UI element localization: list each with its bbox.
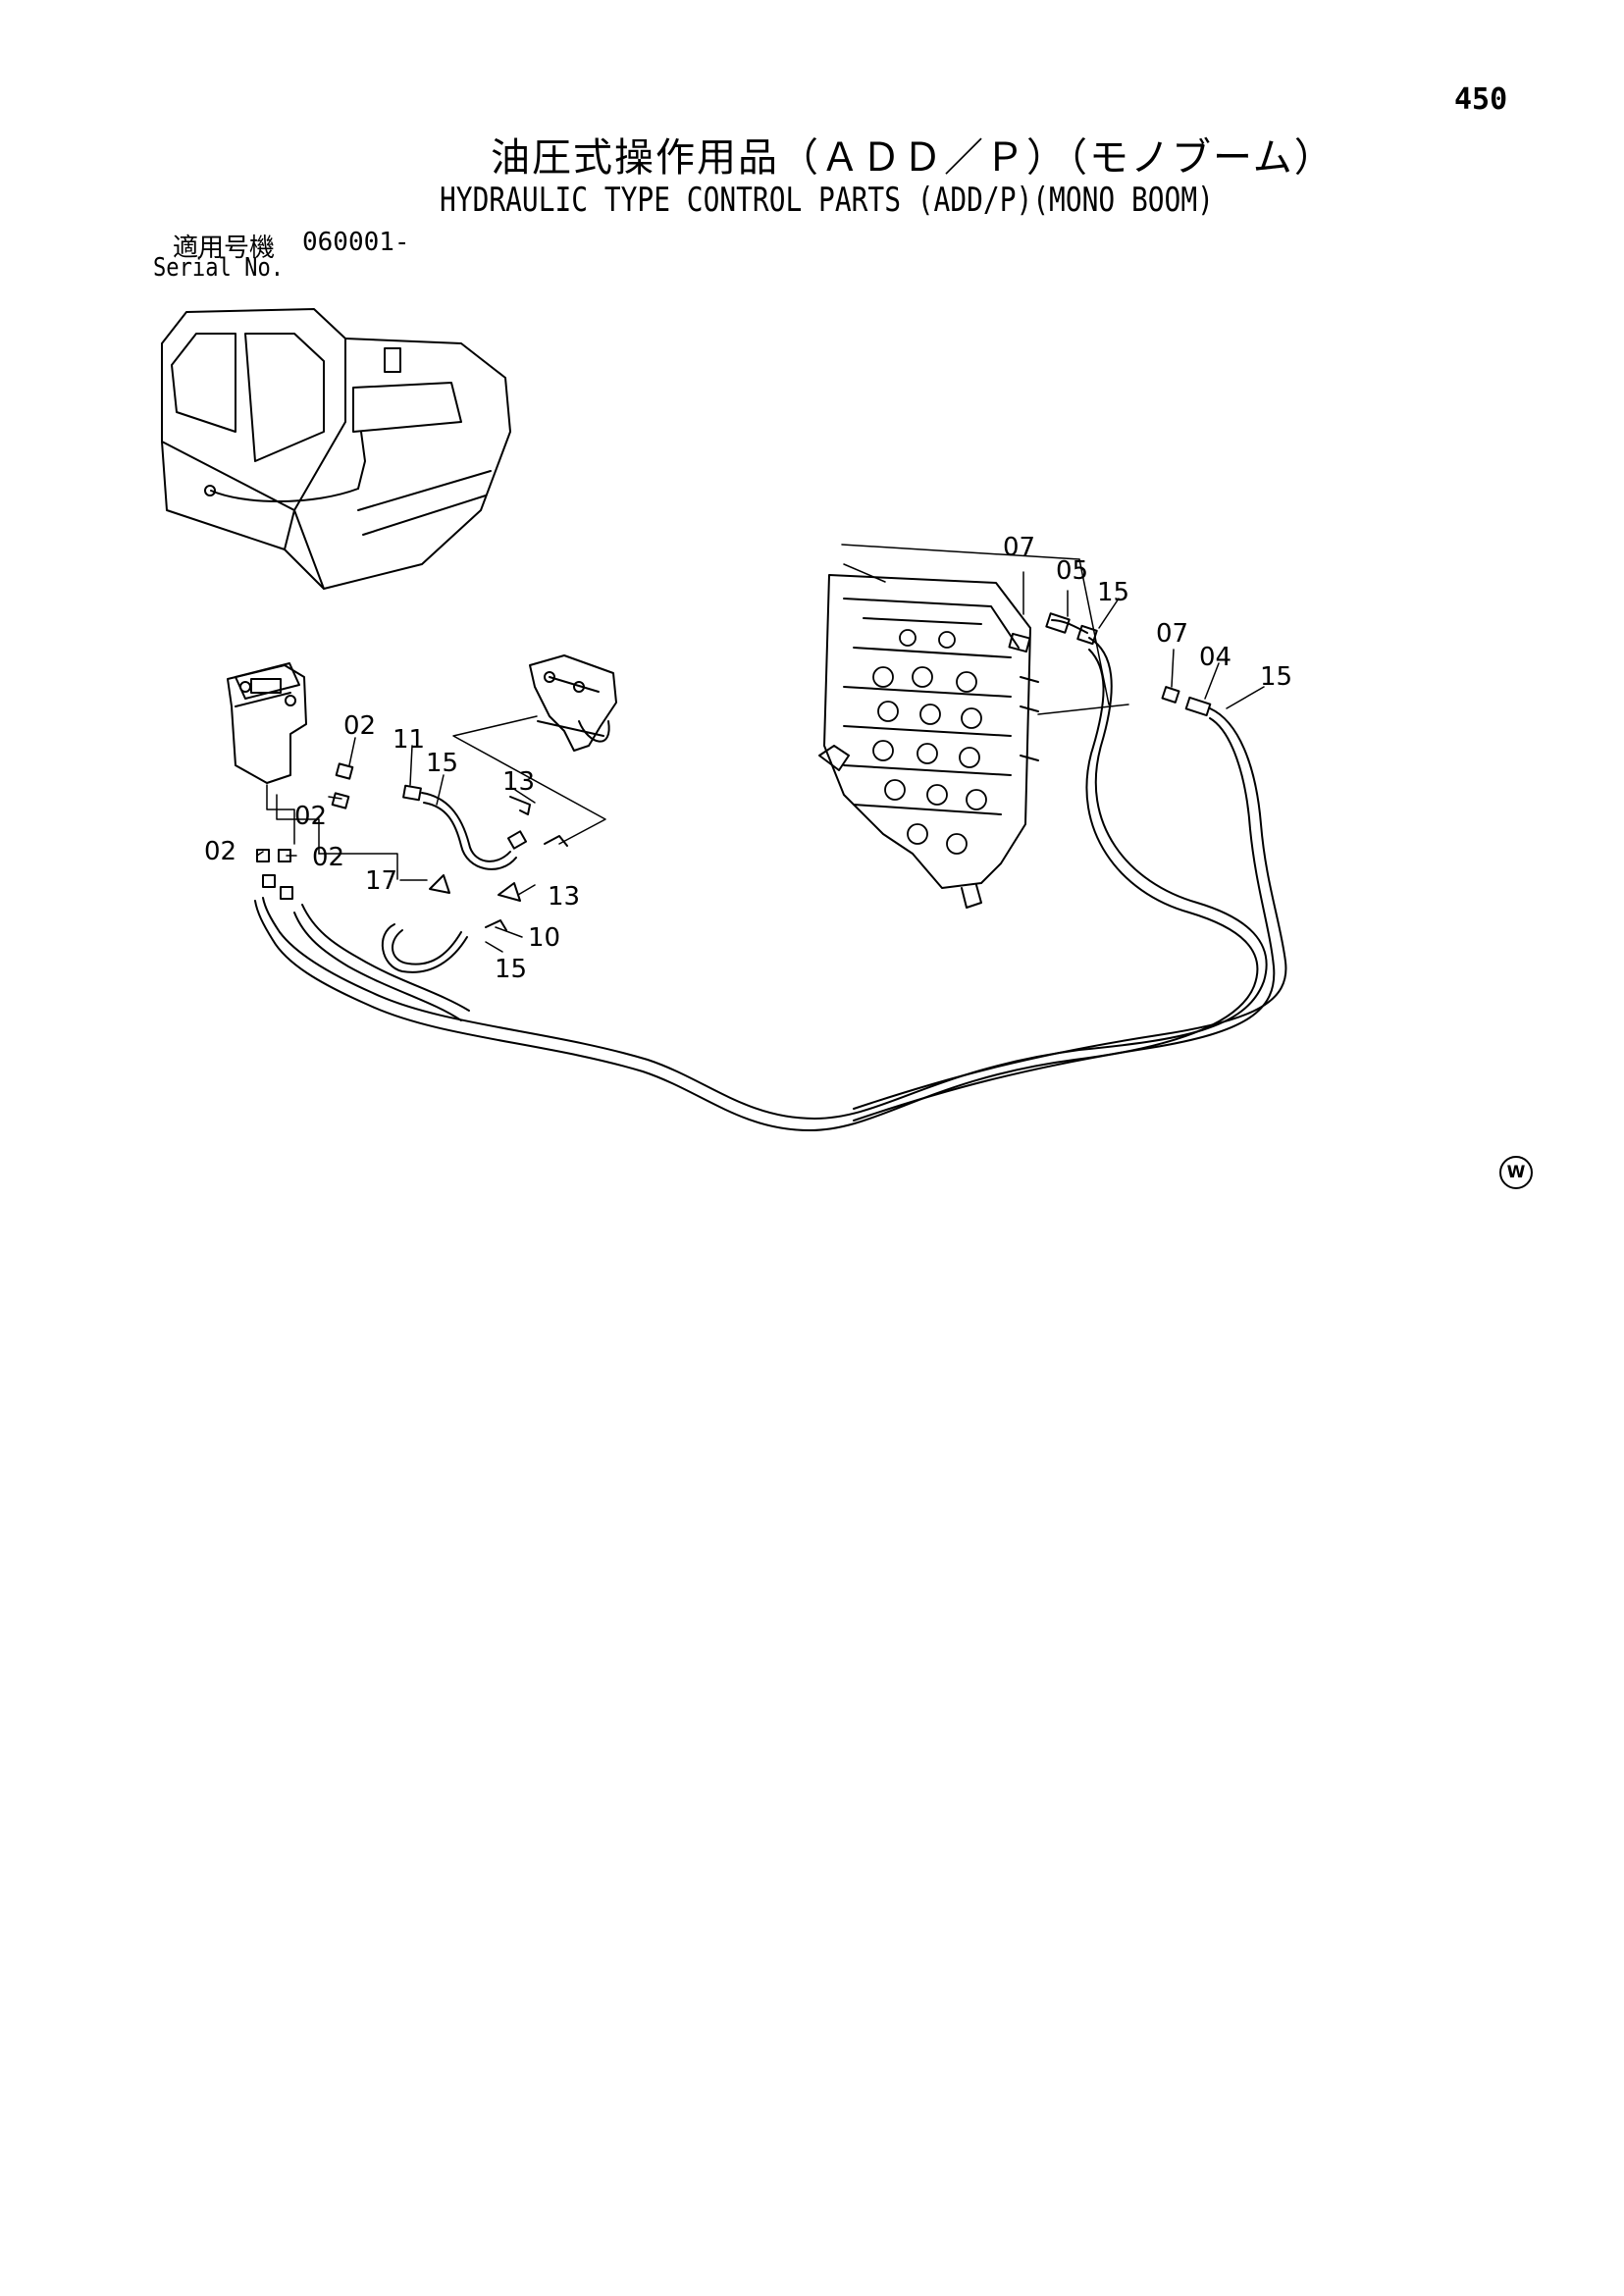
callout-11: 11 xyxy=(393,725,425,755)
page-number: 450 xyxy=(1454,82,1508,117)
control-valve xyxy=(818,574,1039,909)
callout-17: 17 xyxy=(365,866,397,896)
guide-lines xyxy=(256,544,1265,953)
callout-13-lower: 13 xyxy=(548,882,580,912)
hose-lines xyxy=(254,637,1287,1131)
callout-10: 10 xyxy=(528,923,560,953)
callout-02-top: 02 xyxy=(343,711,376,741)
callout-15-bottom: 15 xyxy=(495,955,527,984)
serial-label-japanese: 適用号機 xyxy=(173,234,276,263)
serial-label-english: Serial No. xyxy=(153,253,285,283)
callout-labels: 07 05 15 07 04 15 02 11 15 13 02 02 02 1… xyxy=(204,533,1292,984)
callout-05: 05 xyxy=(1056,556,1088,586)
callout-04: 04 xyxy=(1199,643,1231,672)
excavator-overview-illustration xyxy=(161,308,511,590)
fittings-left xyxy=(256,762,568,931)
callout-07-upper: 07 xyxy=(1003,533,1035,562)
callout-07-lower: 07 xyxy=(1156,619,1188,649)
callout-02-right: 02 xyxy=(312,843,344,872)
callout-02-left: 02 xyxy=(204,837,236,866)
callout-02-middle: 02 xyxy=(294,802,327,831)
serial-number: 060001- xyxy=(302,228,410,257)
callout-15-right: 15 xyxy=(1260,662,1292,692)
watermark-symbol: W xyxy=(1499,1156,1533,1189)
callout-15-middle: 15 xyxy=(426,749,458,778)
pilot-valve xyxy=(227,662,307,784)
page-title-japanese: 油圧式操作用品（ＡＤＤ／Ｐ）（モノブーム） xyxy=(491,135,1336,181)
page-title-english: HYDRAULIC TYPE CONTROL PARTS (ADD/P)(MON… xyxy=(440,181,1214,220)
pedal-block xyxy=(529,654,617,752)
callout-13-upper: 13 xyxy=(502,767,535,797)
callout-15-upper-right: 15 xyxy=(1097,578,1129,607)
